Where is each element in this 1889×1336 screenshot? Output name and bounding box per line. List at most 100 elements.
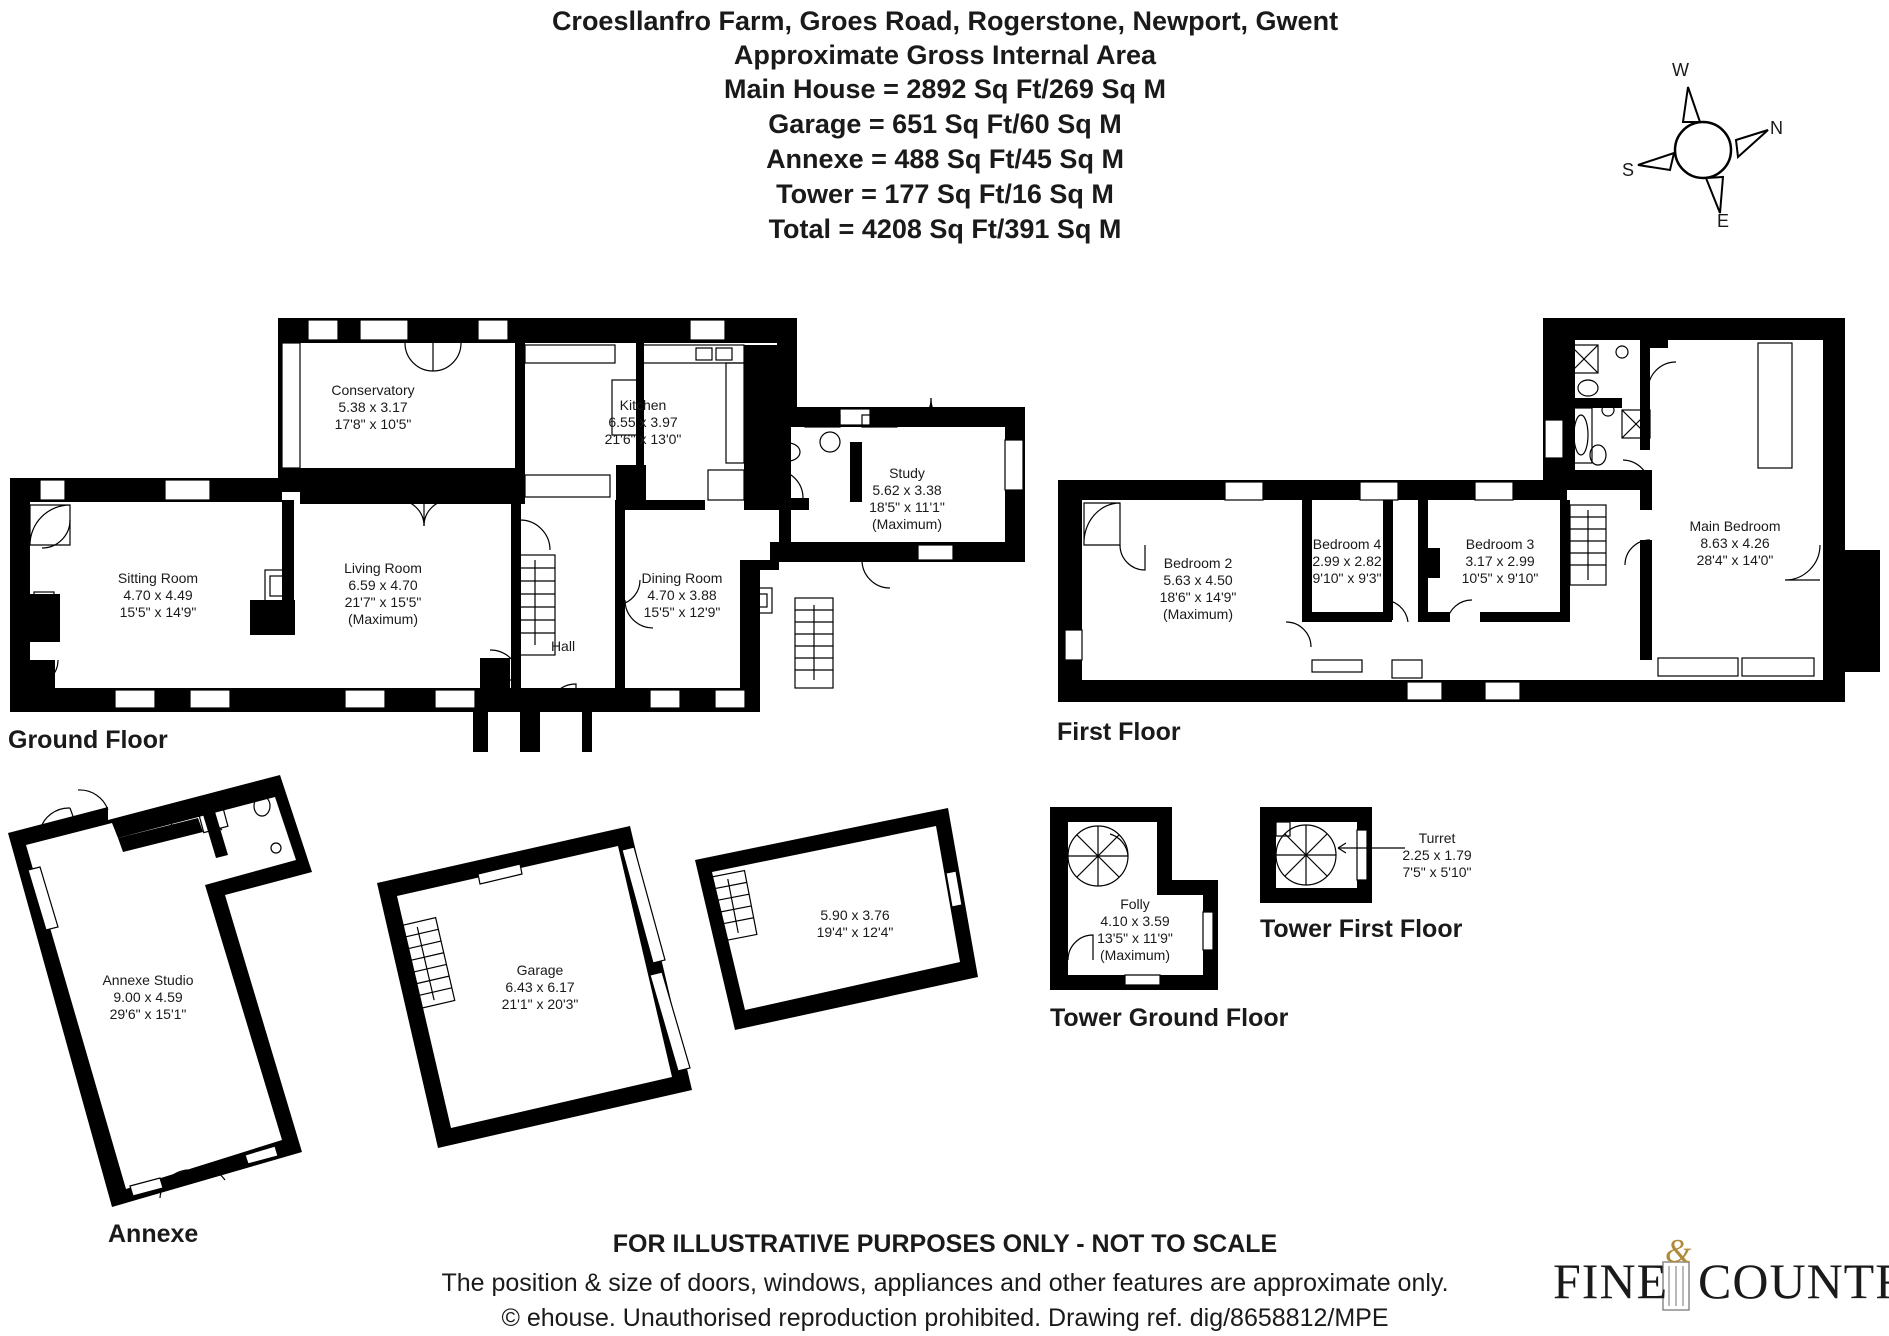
room-name: Kitchen bbox=[620, 397, 667, 413]
garage-plan: Garage 6.43 x 6.17 21'1" x 20'3" bbox=[377, 826, 692, 1148]
disclaimer-line-1: The position & size of doors, windows, a… bbox=[441, 1269, 1448, 1297]
room-imperial: 13'5" x 11'9" bbox=[1097, 930, 1173, 946]
compass-n-label: N bbox=[1770, 118, 1783, 138]
compass-s-label: S bbox=[1622, 160, 1634, 180]
first-floor-plan: Bedroom 2 5.63 x 4.50 18'6" x 14'9" (Max… bbox=[1057, 318, 1880, 746]
room-metric: 5.63 x 4.50 bbox=[1163, 572, 1232, 588]
column-icon bbox=[1662, 1261, 1690, 1311]
room-name: Main Bedroom bbox=[1689, 518, 1780, 534]
room-metric: 5.90 x 3.76 bbox=[820, 907, 889, 923]
room-name: Dining Room bbox=[642, 570, 723, 586]
garage-area: Garage = 651 Sq Ft/60 Sq M bbox=[768, 109, 1121, 139]
room-name: Sitting Room bbox=[118, 570, 198, 586]
room-imperial: 29'6" x 15'1" bbox=[110, 1006, 187, 1022]
room-name: Bedroom 3 bbox=[1466, 536, 1535, 552]
disclaimer-line-2: © ehouse. Unauthorised reproduction proh… bbox=[501, 1304, 1388, 1332]
room-imperial: 10'5" x 9'10" bbox=[1462, 570, 1539, 586]
room-sitting: Sitting Room 4.70 x 4.49 15'5" x 14'9" bbox=[118, 570, 198, 620]
room-bedroom-2: Bedroom 2 5.63 x 4.50 18'6" x 14'9" (Max… bbox=[1160, 555, 1237, 622]
room-name: Living Room bbox=[344, 560, 422, 576]
room-annexe-studio: Annexe Studio 9.00 x 4.59 29'6" x 15'1" bbox=[102, 972, 193, 1022]
room-imperial: 18'5" x 11'1" bbox=[869, 499, 945, 515]
room-imperial: 28'4" x 14'0" bbox=[1697, 552, 1774, 568]
room-name: Study bbox=[889, 465, 925, 481]
room-imperial: 17'8" x 10'5" bbox=[335, 416, 412, 432]
room-bedroom-3: Bedroom 3 3.17 x 2.99 10'5" x 9'10" bbox=[1462, 536, 1539, 586]
logo-fine-text: FINE bbox=[1553, 1253, 1668, 1309]
room-imperial: 15'5" x 12'9" bbox=[644, 604, 721, 620]
room-metric: 2.25 x 1.79 bbox=[1402, 847, 1471, 863]
room-imperial: 15'5" x 14'9" bbox=[120, 604, 197, 620]
room-imperial: 21'7" x 15'5" bbox=[345, 594, 422, 610]
tower-first-floor-plan: Turret 2.25 x 1.79 7'5" x 5'10" Tower Fi… bbox=[1260, 807, 1472, 943]
room-living: Living Room 6.59 x 4.70 21'7" x 15'5" (M… bbox=[344, 560, 422, 627]
room-garage: Garage 6.43 x 6.17 21'1" x 20'3" bbox=[502, 962, 579, 1012]
annexe-label: Annexe bbox=[108, 1220, 198, 1248]
room-metric: 6.59 x 4.70 bbox=[348, 577, 417, 593]
room-name: Folly bbox=[1120, 896, 1150, 912]
disclaimer-title: FOR ILLUSTRATIVE PURPOSES ONLY - NOT TO … bbox=[613, 1230, 1277, 1258]
logo-ampersand: & bbox=[1665, 1233, 1692, 1270]
room-metric: 5.62 x 3.38 bbox=[872, 482, 941, 498]
room-metric: 4.10 x 3.59 bbox=[1100, 913, 1169, 929]
room-metric: 6.43 x 6.17 bbox=[505, 979, 574, 995]
room-imperial: 21'6" x 13'0" bbox=[605, 431, 682, 447]
first-floor-label: First Floor bbox=[1057, 718, 1181, 746]
room-folly: Folly 4.10 x 3.59 13'5" x 11'9" (Maximum… bbox=[1097, 896, 1173, 963]
fine-country-logo: FINE & COUNTRY bbox=[1553, 1233, 1889, 1311]
room-note: (Maximum) bbox=[872, 516, 942, 532]
logo-country-text: COUNTRY bbox=[1698, 1253, 1889, 1309]
room-main-bedroom: Main Bedroom 8.63 x 4.26 28'4" x 14'0" bbox=[1689, 518, 1780, 568]
disclaimer-block: FOR ILLUSTRATIVE PURPOSES ONLY - NOT TO … bbox=[441, 1230, 1448, 1332]
tower-first-floor-label: Tower First Floor bbox=[1260, 915, 1463, 943]
room-imperial: 21'1" x 20'3" bbox=[502, 996, 579, 1012]
room-bedroom-4: Bedroom 4 2.99 x 2.82 9'10" x 9'3" bbox=[1312, 536, 1381, 586]
room-name: Bedroom 2 bbox=[1164, 555, 1233, 571]
compass-e-label: E bbox=[1717, 211, 1729, 231]
main-house-area: Main House = 2892 Sq Ft/269 Sq M bbox=[724, 74, 1166, 104]
room-imperial: 19'4" x 12'4" bbox=[817, 924, 894, 940]
garage-upper-plan: 5.90 x 3.76 19'4" x 12'4" bbox=[695, 808, 978, 1030]
room-name: Turret bbox=[1419, 830, 1456, 846]
room-metric: 2.99 x 2.82 bbox=[1312, 553, 1381, 569]
room-metric: 5.38 x 3.17 bbox=[338, 399, 407, 415]
room-dining: Dining Room 4.70 x 3.88 15'5" x 12'9" bbox=[642, 570, 723, 620]
gross-area-heading: Approximate Gross Internal Area bbox=[734, 40, 1157, 70]
room-study: Study 5.62 x 3.38 18'5" x 11'1" (Maximum… bbox=[869, 465, 945, 532]
room-metric: 3.17 x 2.99 bbox=[1465, 553, 1534, 569]
room-name: Bedroom 4 bbox=[1313, 536, 1382, 552]
room-note: (Maximum) bbox=[1100, 947, 1170, 963]
room-metric: 4.70 x 3.88 bbox=[647, 587, 716, 603]
compass-w-label: W bbox=[1672, 60, 1689, 80]
tower-ground-floor-plan: Folly 4.10 x 3.59 13'5" x 11'9" (Maximum… bbox=[1050, 807, 1289, 1032]
ground-floor-label: Ground Floor bbox=[8, 726, 168, 754]
annexe-area: Annexe = 488 Sq Ft/45 Sq M bbox=[766, 144, 1124, 174]
room-hall: Hall bbox=[551, 638, 575, 654]
room-kitchen: Kitchen 6.55 x 3.97 21'6" x 13'0" bbox=[605, 397, 682, 447]
room-name: Garage bbox=[517, 962, 564, 978]
tower-ground-floor-label: Tower Ground Floor bbox=[1050, 1004, 1289, 1032]
room-imperial: 9'10" x 9'3" bbox=[1313, 570, 1382, 586]
room-garage-upper: 5.90 x 3.76 19'4" x 12'4" bbox=[817, 907, 894, 940]
room-name: Hall bbox=[551, 638, 575, 654]
room-turret: Turret 2.25 x 1.79 7'5" x 5'10" bbox=[1402, 830, 1471, 880]
compass-rose-icon: W N S E bbox=[1622, 60, 1783, 231]
room-note: (Maximum) bbox=[348, 611, 418, 627]
room-imperial: 7'5" x 5'10" bbox=[1403, 864, 1472, 880]
header-block: Croesllanfro Farm, Groes Road, Rogerston… bbox=[552, 6, 1338, 244]
room-metric: 6.55 x 3.97 bbox=[608, 414, 677, 430]
room-metric: 9.00 x 4.59 bbox=[113, 989, 182, 1005]
room-name: Conservatory bbox=[331, 382, 414, 398]
room-metric: 4.70 x 4.49 bbox=[123, 587, 192, 603]
ground-floor-plan: Conservatory 5.38 x 3.17 17'8" x 10'5" K… bbox=[8, 318, 1025, 754]
total-area: Total = 4208 Sq Ft/391 Sq M bbox=[769, 214, 1122, 244]
annexe-plan: Annexe Studio 9.00 x 4.59 29'6" x 15'1" … bbox=[8, 775, 312, 1248]
tower-area: Tower = 177 Sq Ft/16 Sq M bbox=[776, 179, 1114, 209]
property-address: Croesllanfro Farm, Groes Road, Rogerston… bbox=[552, 6, 1338, 36]
room-name: Annexe Studio bbox=[102, 972, 193, 988]
room-note: (Maximum) bbox=[1163, 606, 1233, 622]
room-metric: 8.63 x 4.26 bbox=[1700, 535, 1769, 551]
room-conservatory: Conservatory 5.38 x 3.17 17'8" x 10'5" bbox=[331, 382, 414, 432]
room-imperial: 18'6" x 14'9" bbox=[1160, 589, 1237, 605]
